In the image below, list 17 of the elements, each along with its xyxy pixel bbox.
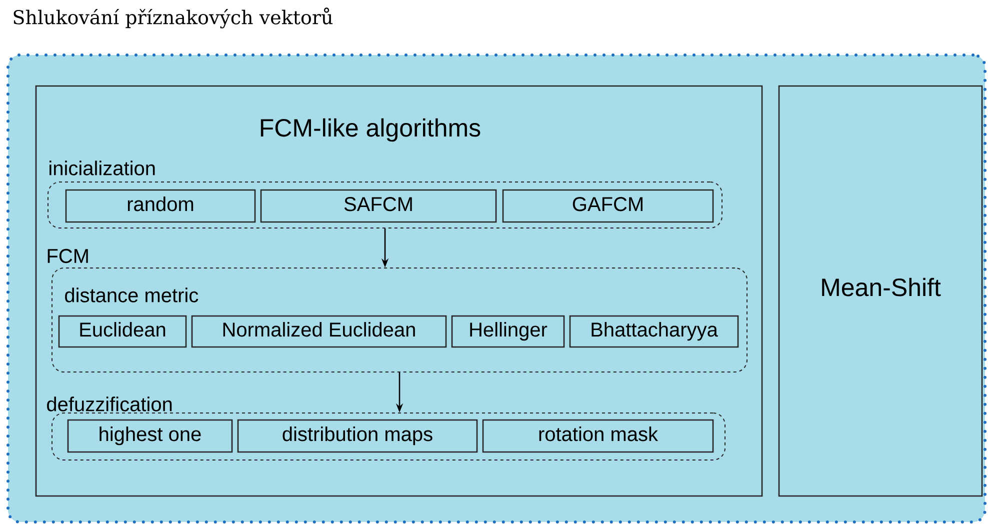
panel-box: Mean-Shift bbox=[778, 85, 983, 497]
option-box: rotation mask bbox=[482, 419, 714, 453]
title: Shlukování příznakových vektorů bbox=[14, 8, 333, 28]
option-box: SAFCM bbox=[260, 189, 497, 223]
option-box: distribution maps bbox=[237, 419, 478, 453]
option-box: Normalized Euclidean bbox=[191, 315, 447, 348]
group-heading: distance metric bbox=[65, 288, 198, 302]
option-box: Hellinger bbox=[451, 315, 565, 348]
option-box: highest one bbox=[67, 419, 233, 453]
panel-heading: FCM-like algorithms bbox=[260, 118, 480, 142]
option-box: GAFCM bbox=[502, 189, 714, 223]
group-heading: FCM bbox=[48, 248, 88, 264]
option-box: Euclidean bbox=[58, 315, 187, 348]
option-box: Bhattacharyya bbox=[569, 315, 739, 348]
group-heading: inicialization bbox=[50, 160, 155, 176]
group-heading: defuzzification bbox=[47, 396, 172, 412]
option-box: random bbox=[65, 189, 256, 223]
